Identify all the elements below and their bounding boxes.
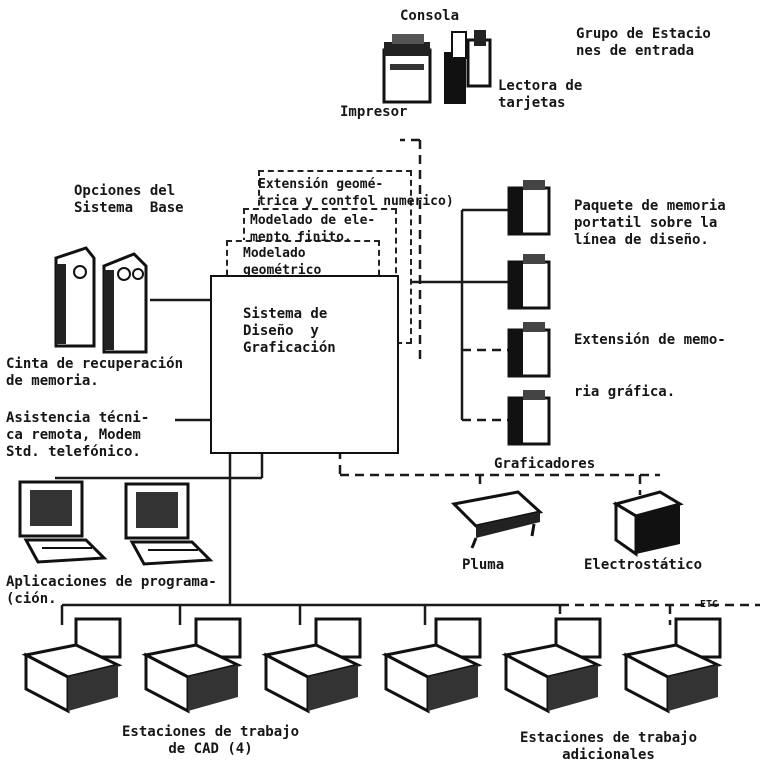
- pen-plotter-icon: [448, 486, 544, 550]
- tape-recovery-label: Cinta de recuperación de memoria.: [6, 356, 183, 390]
- module-label-geometric-modeling: Modelado geométrico: [243, 245, 321, 279]
- electrostatic-plotter-label: Electrostático: [584, 557, 702, 574]
- workstation-icon: [380, 615, 484, 715]
- programming-apps-label: Aplicaciones de programa- (ción.: [6, 574, 217, 608]
- workstation-icon: [620, 615, 724, 715]
- memory-extension-label-2: ria gráfica.: [574, 384, 675, 401]
- card-reader-icon: [438, 26, 498, 110]
- plotters-title: Graficadores: [494, 456, 595, 473]
- workstation-icon: [20, 615, 124, 715]
- additional-workstations-label: Estaciones de trabajo adicionales: [520, 730, 697, 764]
- tape-drive-icon: [48, 244, 154, 356]
- disk-pack-icon: [505, 178, 555, 238]
- memory-extension-label-1: Extensión de memo-: [574, 332, 726, 349]
- printer-label: Impresor: [340, 104, 407, 121]
- etc-label: ETC: [700, 596, 718, 613]
- remote-assistance-label: Asistencia técni- ca remota, Modem Std. …: [6, 410, 149, 461]
- pen-plotter-label: Pluma: [462, 557, 504, 574]
- disk-pack-icon: [505, 388, 555, 448]
- cad-workstations-label: Estaciones de trabajo de CAD (4): [122, 724, 299, 758]
- console-label: Consola: [400, 8, 459, 25]
- printer-icon: [378, 30, 440, 110]
- workstation-icon: [260, 615, 364, 715]
- central-system-box: [210, 275, 399, 454]
- input-group-label: Grupo de Estacio nes de entrada: [576, 26, 711, 60]
- terminal-icon: [118, 480, 214, 570]
- electrostatic-plotter-icon: [610, 486, 686, 558]
- module-label-finite-element: Modelado de ele- mento finito.: [250, 212, 375, 246]
- disk-pack-icon: [505, 320, 555, 380]
- workstation-icon: [500, 615, 604, 715]
- central-system-label: Sistema de Diseño y Graficación: [243, 306, 336, 357]
- disk-pack-icon: [505, 252, 555, 312]
- workstation-icon: [140, 615, 244, 715]
- card-reader-label: Lectora de tarjetas: [498, 78, 582, 112]
- memory-pack-label: Paquete de memoria portatil sobre la lín…: [574, 198, 726, 249]
- module-label-geometric-extension: Extensión geomé- trica y contfol numeric…: [258, 176, 454, 210]
- terminal-icon: [12, 478, 108, 568]
- base-options-label: Opciones del Sistema Base: [74, 183, 184, 217]
